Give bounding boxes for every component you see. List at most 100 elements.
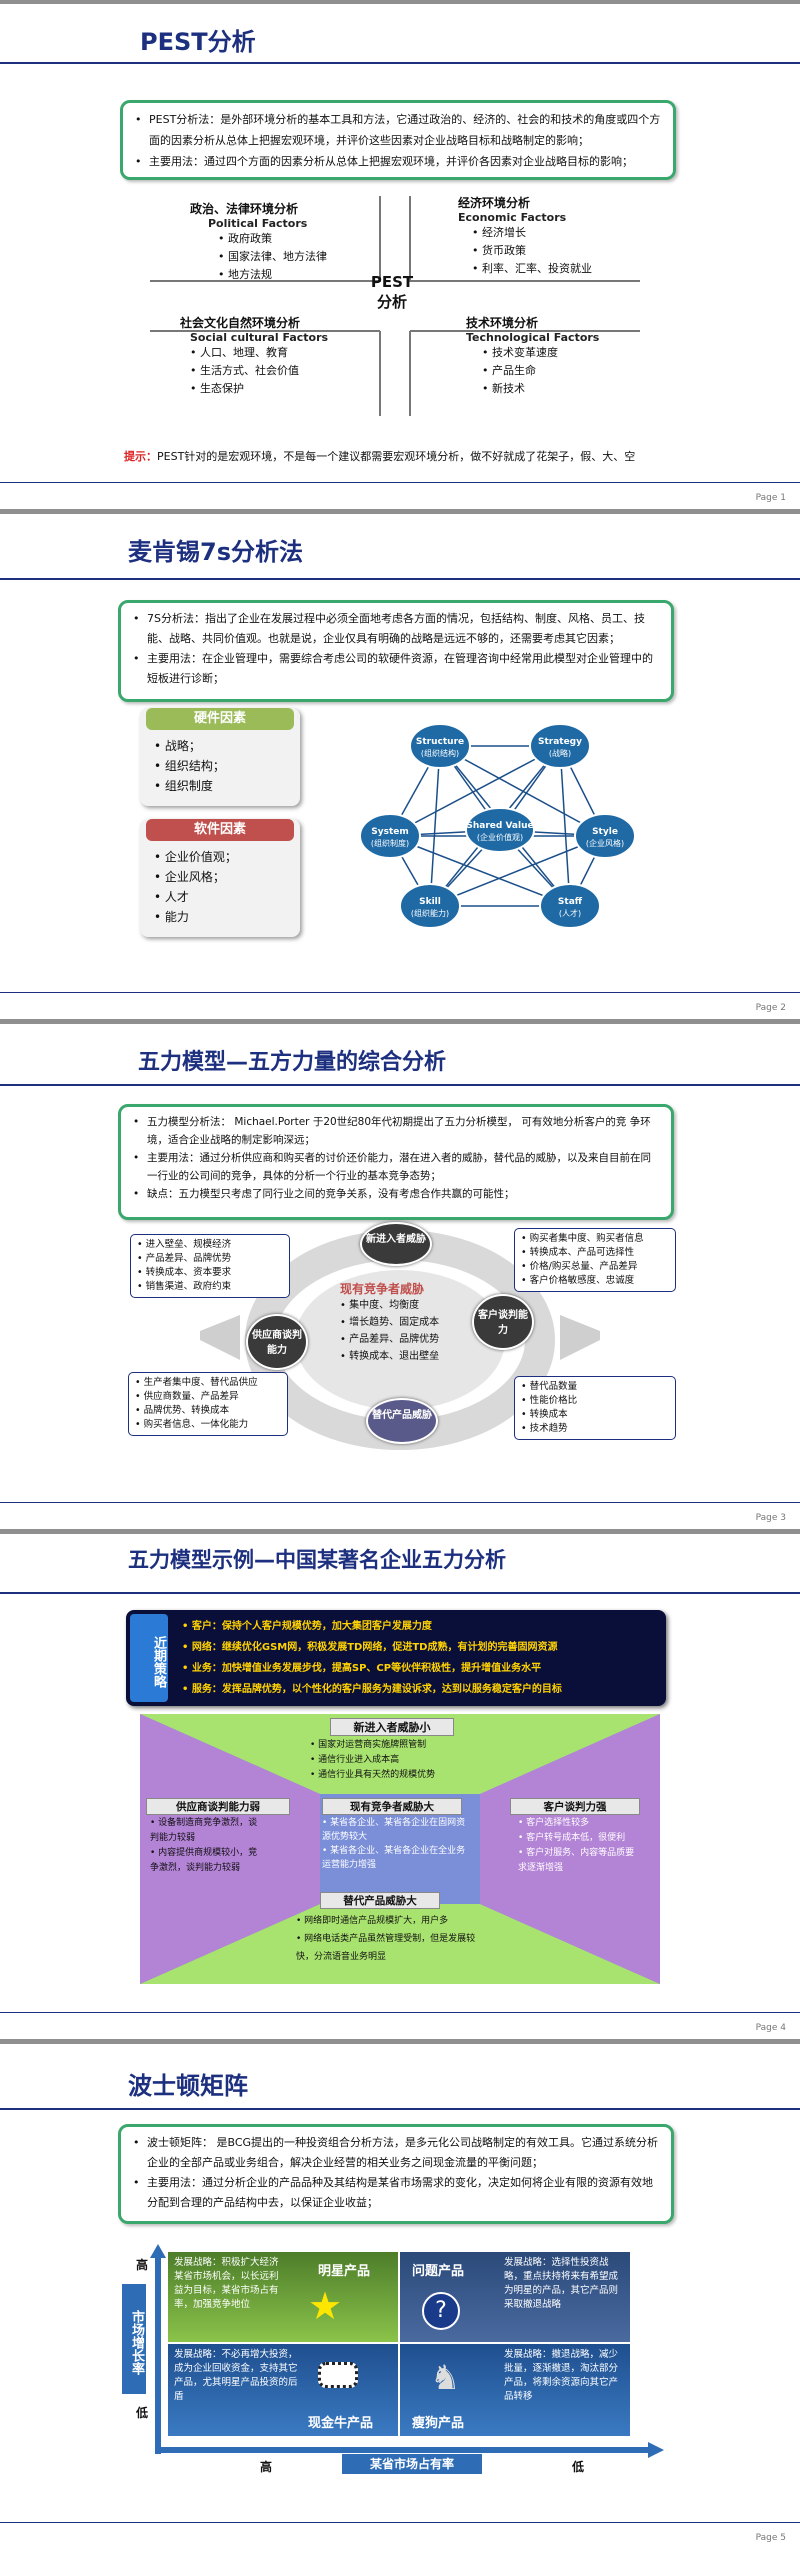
page-number: Page 4 — [756, 2023, 786, 2033]
force-supplier: 供应商谈判能力 — [246, 1314, 308, 1370]
hard-factors: 硬件因素 战略； 组织结构； 组织制度 — [140, 708, 300, 806]
question-name: 问题产品 — [412, 2260, 464, 2279]
footer-rule — [0, 992, 800, 993]
list-item: 增长趋势、固定成本 — [340, 1314, 480, 1331]
dog-icon: ♞ — [430, 2358, 460, 2398]
bullet: 主要用法：在企业管理中，需要综合考虑公司的软硬件资源，在管理咨询中经常用此模型对… — [133, 649, 659, 689]
title-rule — [0, 1592, 800, 1594]
slide-title: 麦肯锡7s分析法 — [128, 532, 303, 567]
y-axis-label: 市场增长率 — [122, 2284, 146, 2394]
node-label-en: Structure — [416, 737, 464, 747]
force-label: 替代产品威胁 — [372, 1410, 432, 1421]
x-high: 高 — [260, 2458, 272, 2475]
list-item: 技术变革速度 — [482, 344, 626, 362]
node-label-en: Strategy — [538, 737, 582, 747]
node-label-cn: (组织结构) — [421, 748, 459, 758]
list-item: 货币政策 — [472, 242, 618, 260]
node-label-cn: (组织能力) — [411, 908, 449, 918]
definition-box: 五力模型分析法： Michael.Porter 于20世纪80年代初期提出了五力… — [118, 1104, 674, 1220]
list-item: 内容提供商规模较小，竞争激烈，谈判能力较弱 — [150, 1846, 260, 1876]
list-item: 网络：继续优化GSM网，积极发展TD网络，促进TD成熟，有计划的完善固网资源 — [182, 1637, 562, 1658]
new-title: 新进入者威胁小 — [330, 1718, 454, 1736]
node-label-en: Staff — [558, 897, 583, 907]
page-number: Page 1 — [756, 493, 786, 503]
bullet: 缺点：五力模型只考虑了同行业之间的竞争关系，没有考虑合作共赢的可能性； — [133, 1185, 659, 1203]
strategy-panel: 近期策略 客户：保持个人客户规模优势，加大集团客户发展力度 网络：继续优化GSM… — [126, 1610, 666, 1706]
list-item: 人口、地理、教育 — [190, 344, 360, 362]
slide-title: 五力模型示例—中国某著名企业五力分析 — [128, 1548, 558, 1572]
quadrant-title: 技术环境分析 — [466, 314, 626, 331]
page-number: Page 5 — [756, 2533, 786, 2543]
x-axis-label: 某省市场占有率 — [342, 2454, 482, 2474]
list-item: 通信行业具有天然的规模优势 — [310, 1768, 435, 1783]
list-item: 国家对运营商实施牌照管制 — [310, 1738, 435, 1753]
bullet: PEST分析法：是外部环境分析的基本工具和方法，它通过政治的、经济的、社会的和技… — [135, 109, 661, 151]
definition-box: 7S分析法：指出了企业在发展过程中必须全面地考虑各方面的情况，包括结构、制度、风… — [118, 600, 674, 702]
hard-label: 硬件因素 — [146, 708, 294, 730]
rival-title: 现有竞争者威胁大 — [322, 1798, 462, 1815]
list-item: 业务：加快增值业务发展步伐，提高SP、CP等伙伴积极性，提升增值业务水平 — [182, 1658, 562, 1679]
force-new-entrants: 新进入者威胁 — [360, 1222, 432, 1266]
list-item: 新技术 — [482, 380, 626, 398]
list-item: 网络即时通信产品规模扩大，用户多 — [296, 1912, 486, 1930]
box-new-entrants: 进入壁垒、规模经济 产品差异、品牌优势 转换成本、资本要求 销售渠道、政府约束 — [130, 1234, 290, 1298]
list-item: 客户价格敏感度、忠诚度 — [521, 1274, 669, 1288]
node-label-cn: (组织制度) — [371, 838, 409, 848]
quadrant-social: 社会文化自然环境分析 Social cultural Factors 人口、地理… — [180, 314, 360, 398]
question-icon: ? — [422, 2292, 460, 2330]
star-name: 明星产品 — [318, 2260, 370, 2279]
page-number: Page 2 — [756, 1003, 786, 1013]
title-rule — [0, 1084, 800, 1086]
list-item: 价格/购买总量、产品差异 — [521, 1260, 669, 1274]
tip: 提示：PEST针对的是宏观环境，不是每一个建议都需要宏观环境分析，做不好就成了花… — [124, 448, 635, 464]
slide-pest: PEST分析 PEST分析法：是外部环境分析的基本工具和方法，它通过政治的、经济… — [0, 4, 800, 509]
bullet: 五力模型分析法： Michael.Porter 于20世纪80年代初期提出了五力… — [133, 1113, 659, 1149]
box-supplier: 生产者集中度、替代品供应 供应商数量、产品差异 品牌优势、转换成本 购买者信息、… — [128, 1372, 288, 1436]
bullet: 7S分析法：指出了企业在发展过程中必须全面地考虑各方面的情况，包括结构、制度、风… — [133, 609, 659, 649]
slide-bcg: 波士顿矩阵 波士顿矩阵： 是BCG提出的一种投资组合分析方法，是多元化公司战略制… — [0, 2044, 800, 2549]
cow-text: 发展战略：不必再增大投资，成为企业回收资金，支持其它产品，尤其明星产品投资的后盾 — [174, 2348, 300, 2404]
list-item: 客户转号成本低，很便利 — [518, 1831, 638, 1846]
list-item: 转换成本、产品可选择性 — [521, 1246, 669, 1260]
list-item: 设备制造商竞争激烈，谈判能力较弱 — [150, 1816, 260, 1846]
box-substitute: 替代品数量 性能价格比 转换成本 技术趋势 — [514, 1376, 676, 1440]
list-item: 经济增长 — [472, 224, 618, 242]
quadrant-tech: 技术环境分析 Technological Factors 技术变革速度 产品生命… — [466, 314, 626, 398]
list-item: 客户：保持个人客户规模优势，加大集团客户发展力度 — [182, 1616, 562, 1637]
definition-box: 波士顿矩阵： 是BCG提出的一种投资组合分析方法，是多元化公司战略制定的有效工具… — [118, 2124, 674, 2224]
quadrant-economic: 经济环境分析 Economic Factors 经济增长 货币政策 利率、汇率、… — [458, 194, 618, 278]
quadrant-en: Social cultural Factors — [180, 331, 360, 344]
force-buyer: 客户谈判能力 — [472, 1294, 534, 1350]
bullet: 主要用法：通过分析供应商和购买者的讨价还价能力，潜在进入者的威胁，替代品的威胁，… — [133, 1149, 659, 1185]
list-item: 某省各企业、某省各企业在固网资源优势较大 — [322, 1816, 474, 1844]
list-item: 转换成本 — [521, 1408, 669, 1422]
quadrant-en: Economic Factors — [458, 211, 618, 224]
list-item: 某省各企业、某省各企业在全业务运营能力增强 — [322, 1844, 474, 1872]
page-number: Page 3 — [756, 1513, 786, 1523]
list-item: 性能价格比 — [521, 1394, 669, 1408]
cow-name: 现金牛产品 — [308, 2412, 373, 2431]
force-label: 客户谈判能力 — [478, 1310, 528, 1336]
soft-factors: 软件因素 企业价值观； 企业风格； 人才 能力 — [140, 819, 300, 937]
network-edge — [430, 746, 440, 906]
y-low: 低 — [136, 2404, 148, 2421]
footer-rule — [0, 482, 800, 483]
quadrant-en: Technological Factors — [466, 331, 626, 344]
center-line: 分析 — [352, 292, 432, 312]
list-item: 生产者集中度、替代品供应 — [135, 1376, 281, 1390]
slide-title: PEST分析 — [140, 22, 256, 57]
force-substitute: 替代产品威胁 — [366, 1398, 438, 1444]
network-edge — [560, 746, 570, 906]
title-rule — [0, 578, 800, 580]
list-item: 生活方式、社会价值 — [190, 362, 360, 380]
tip-text: PEST针对的是宏观环境，不是每一个建议都需要宏观环境分析，做不好就成了花架子，… — [157, 450, 635, 463]
list-item: 技术趋势 — [521, 1422, 669, 1436]
list-item: 转换成本、退出壁垒 — [340, 1348, 480, 1365]
dog-name: 瘦狗产品 — [412, 2412, 464, 2431]
bullet: 主要用法：通过分析企业的产品品种及其结构是某省市场需求的变化，决定如何将企业有限… — [133, 2173, 659, 2213]
list-item: 替代品数量 — [521, 1380, 669, 1394]
force-label: 供应商谈判能力 — [252, 1330, 302, 1356]
list-item: 销售渠道、政府约束 — [137, 1280, 283, 1294]
list-item: 进入壁垒、规模经济 — [137, 1238, 283, 1252]
list-item: 人才 — [154, 887, 300, 907]
